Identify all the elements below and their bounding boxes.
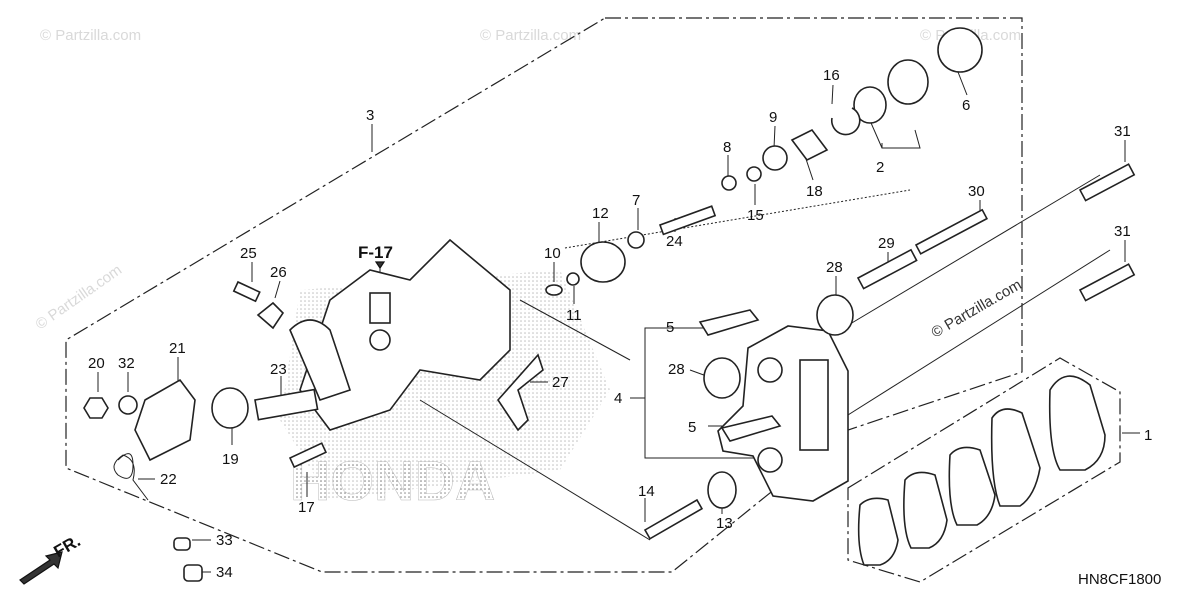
pad-set-outline [847, 357, 1121, 583]
pins-and-bolts [288, 163, 1136, 540]
pad-shim-2 [903, 471, 948, 549]
callout-24: 24 [666, 233, 683, 250]
reference-arrow-icon [374, 261, 386, 270]
callout-31b: 31 [1114, 223, 1131, 240]
callout-7: 7 [632, 192, 640, 209]
pad-spring-upper [698, 309, 760, 336]
callout-12: 12 [592, 205, 609, 222]
callout-28a: 28 [826, 259, 843, 276]
callout-3: 3 [366, 107, 374, 124]
pin-boot-upper [703, 294, 854, 509]
callout-16: 16 [823, 67, 840, 84]
reference-marker: F-17 [358, 243, 393, 270]
callout-30: 30 [968, 183, 985, 200]
callout-6: 6 [962, 97, 970, 114]
watermark-main: © Partzilla.com [929, 276, 1025, 341]
callout-8: 8 [723, 139, 731, 156]
callout-15: 15 [747, 207, 764, 224]
callout-22: 22 [160, 471, 177, 488]
callout-9: 9 [769, 109, 777, 126]
callout-labels: 1234556789101112131415161718192021222324… [88, 67, 1152, 581]
callout-1: 1 [1144, 427, 1152, 444]
callout-25: 25 [240, 245, 257, 262]
callout-5a: 5 [666, 319, 674, 336]
callout-18: 18 [806, 183, 823, 200]
callout-33: 33 [216, 532, 233, 549]
callout-26: 26 [270, 264, 287, 281]
brake-pad-set [857, 375, 1106, 566]
callout-11: 11 [566, 307, 582, 324]
callout-19: 19 [222, 451, 239, 468]
callout-5b: 5 [688, 419, 696, 436]
pad-plate [857, 497, 899, 566]
callout-32: 32 [118, 355, 135, 372]
diagram-code: HN8CF1800 [1078, 571, 1161, 588]
watermark-top-left: © Partzilla.com [40, 27, 141, 44]
pad-shim-1 [990, 408, 1041, 507]
leader-lines [97, 71, 1140, 573]
callout-17: 17 [298, 499, 315, 516]
callout-28b: 28 [668, 361, 685, 378]
callout-27: 27 [552, 374, 569, 391]
arrow-icon [19, 551, 63, 585]
callout-34: 34 [216, 564, 233, 581]
callout-14: 14 [638, 483, 655, 500]
callout-4: 4 [614, 390, 622, 407]
callout-20: 20 [88, 355, 105, 372]
honda-watermark-text: HONDA [290, 449, 495, 512]
caliper-assembly-outline [65, 17, 1023, 573]
watermark-top-center: © Partzilla.com [480, 27, 581, 44]
watermark-left: © Partzilla.com [33, 261, 126, 333]
brake-pad-1 [1048, 375, 1106, 471]
brake-pad-2 [948, 446, 996, 526]
pad-spring-lower [720, 415, 782, 442]
front-direction-arrow: FR. [19, 531, 84, 585]
callout-29: 29 [878, 235, 895, 252]
callout-2: 2 [876, 159, 884, 176]
piston-components [545, 27, 983, 296]
callout-23: 23 [270, 361, 287, 378]
callout-21: 21 [169, 340, 186, 357]
reference-label: F-17 [358, 243, 393, 262]
callout-10: 10 [544, 245, 561, 262]
callout-13: 13 [716, 515, 733, 532]
caliper-bracket [717, 325, 849, 502]
caliper-body [289, 238, 511, 431]
parking-brake-parts [83, 280, 544, 582]
callout-31a: 31 [1114, 123, 1131, 140]
